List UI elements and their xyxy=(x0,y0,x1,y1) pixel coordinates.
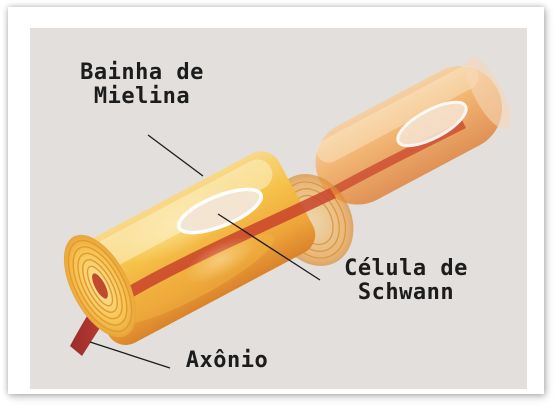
label-myelin-sheath: Bainha de Mielina xyxy=(62,61,222,109)
label-schwann-line1: Célula de xyxy=(327,257,485,281)
leader-line-axon xyxy=(90,342,170,368)
label-schwann-line2: Schwann xyxy=(327,281,485,305)
label-axon-text: Axônio xyxy=(177,349,277,373)
label-myelin-line2: Mielina xyxy=(62,85,222,109)
label-axon: Axônio xyxy=(177,349,277,373)
leader-line-myelin xyxy=(148,135,203,176)
label-myelin-line1: Bainha de xyxy=(62,61,222,85)
label-schwann-cell: Célula de Schwann xyxy=(327,257,485,305)
